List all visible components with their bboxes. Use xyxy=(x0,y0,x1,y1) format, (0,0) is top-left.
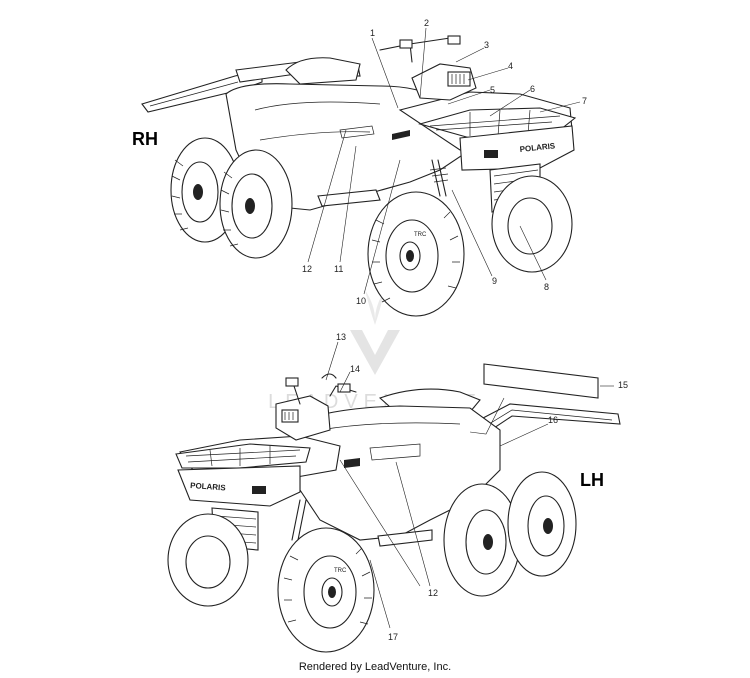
svg-text:TRC: TRC xyxy=(414,232,427,238)
svg-text:POLARIS: POLARIS xyxy=(519,141,556,154)
svg-text:TRC: TRC xyxy=(334,568,347,574)
callout-3: 3 xyxy=(484,40,489,50)
callout-15: 15 xyxy=(618,380,628,390)
callout-6: 6 xyxy=(530,84,535,94)
callout-5: 5 xyxy=(490,85,495,95)
callout-16: 16 xyxy=(548,415,558,425)
callout-14: 14 xyxy=(350,364,360,374)
callout-17: 17 xyxy=(388,632,398,642)
wheel xyxy=(167,513,249,607)
view-label-lh: LH xyxy=(580,470,604,490)
decal-strip xyxy=(483,363,599,399)
atv-rh-view: POLARIS xyxy=(132,18,587,317)
callout-7: 7 xyxy=(582,96,587,106)
footer-credit: Rendered by LeadVenture, Inc. xyxy=(298,661,452,673)
callout-1: 1 xyxy=(370,28,375,38)
callout-2: 2 xyxy=(424,18,429,28)
atv-lh-view: POLARIS xyxy=(167,332,628,653)
callout-11: 11 xyxy=(334,264,343,274)
wheel xyxy=(491,175,573,273)
wheel: TRC xyxy=(277,527,375,653)
callout-9: 9 xyxy=(492,276,497,286)
wheel: TRC xyxy=(367,191,465,317)
wheel xyxy=(507,471,577,577)
wheel xyxy=(219,149,293,259)
callout-12: 12 xyxy=(302,264,312,274)
callout-4: 4 xyxy=(508,61,513,71)
callout-12-lh: 12 xyxy=(428,588,438,598)
callout-13: 13 xyxy=(336,332,346,342)
callout-8: 8 xyxy=(544,282,549,292)
wheel xyxy=(443,483,521,597)
callout-10: 10 xyxy=(356,296,366,306)
svg-text:POLARIS: POLARIS xyxy=(190,481,227,493)
view-label-rh: RH xyxy=(132,129,158,149)
